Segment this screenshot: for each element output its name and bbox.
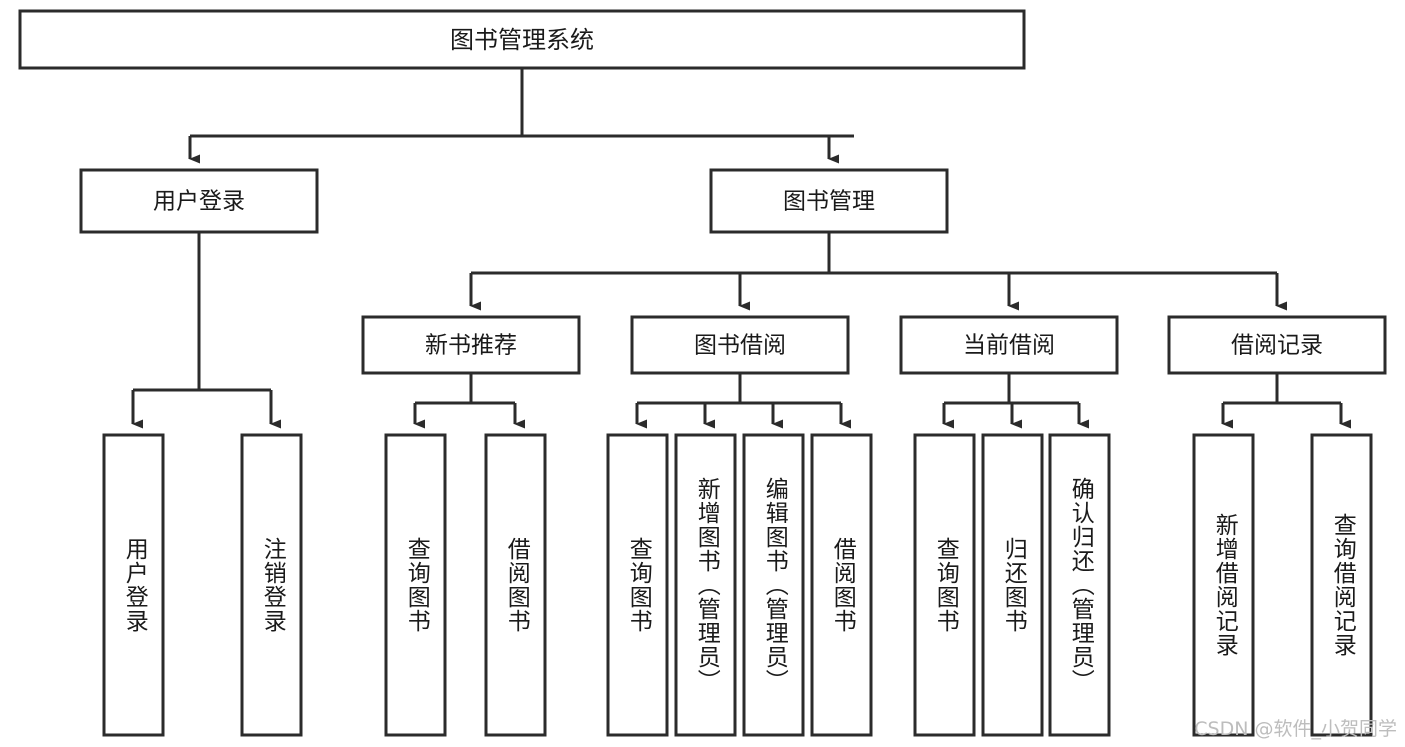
leaf-box-add-book[interactable] (674, 433, 737, 737)
leaf-box-user-login[interactable] (102, 433, 165, 737)
node-borrow-record[interactable]: 借阅记录 (1167, 315, 1387, 375)
node-new-book-recommend[interactable]: 新书推荐 (361, 315, 581, 375)
leaf-box-return-book[interactable] (981, 433, 1044, 737)
connector-group-book-borrow (635, 373, 851, 429)
leaf-box-borrow-book-1[interactable] (484, 433, 547, 737)
connector-group-user-login (131, 232, 281, 429)
node-book-borrow-label: 图书借阅 (694, 333, 786, 359)
node-borrow-record-label: 借阅记录 (1231, 333, 1323, 359)
node-book-manage-label: 图书管理 (783, 189, 875, 215)
node-system-title-label: 图书管理系统 (450, 26, 594, 54)
node-user-login-label: 用户登录 (153, 189, 245, 215)
leaf-box-query-book-1[interactable] (384, 433, 447, 737)
leaf-box-logout-login[interactable] (240, 433, 303, 737)
leaf-box-add-record[interactable] (1192, 433, 1255, 737)
leaf-box-edit-book[interactable] (742, 433, 805, 737)
connector-group-book-manage (469, 232, 1287, 311)
connector-group-new-book-recommend (413, 373, 525, 429)
node-book-borrow[interactable]: 图书借阅 (630, 315, 850, 375)
leaf-box-query-book-3[interactable] (913, 433, 976, 737)
node-new-book-recommend-label: 新书推荐 (425, 333, 517, 359)
node-user-login[interactable]: 用户登录 (79, 168, 319, 234)
watermark-text: CSDN @软件_小贺同学 (1194, 718, 1397, 740)
leaf-box-borrow-book-2[interactable] (810, 433, 873, 737)
node-book-manage[interactable]: 图书管理 (709, 168, 949, 234)
node-current-borrow[interactable]: 当前借阅 (899, 315, 1119, 375)
connector-group-current-borrow (942, 373, 1089, 429)
connector-group-root (188, 68, 854, 164)
leaf-box-confirm-return[interactable] (1048, 433, 1111, 737)
leaf-box-query-record[interactable] (1310, 433, 1373, 737)
node-system-title[interactable]: 图书管理系统 (18, 9, 1026, 70)
connector-group-borrow-record (1221, 373, 1351, 429)
node-current-borrow-label: 当前借阅 (963, 333, 1055, 359)
leaf-box-query-book-2[interactable] (606, 433, 669, 737)
